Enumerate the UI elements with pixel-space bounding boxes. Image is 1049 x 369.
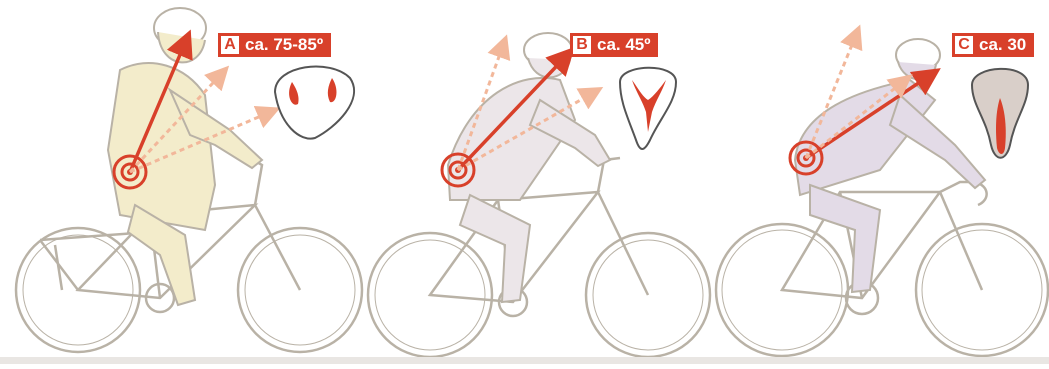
saddle-medium-icon <box>620 68 676 149</box>
panel-a <box>16 8 362 352</box>
angle-label-a: ca. 75-85º <box>245 35 323 55</box>
angle-label-b: ca. 45º <box>597 35 650 55</box>
angle-label-c: ca. 30 <box>979 35 1026 55</box>
panel-letter-c: C <box>955 36 973 54</box>
label-a: A ca. 75-85º <box>218 33 331 57</box>
panel-b <box>368 33 710 357</box>
label-b: B ca. 45º <box>570 33 658 57</box>
label-c: C ca. 30 <box>952 33 1034 57</box>
saddle-narrow-icon <box>972 69 1028 158</box>
bike-b <box>368 158 710 357</box>
bottom-edge <box>0 357 1049 364</box>
panel-letter-b: B <box>573 36 591 54</box>
panel-c <box>716 30 1048 356</box>
bike-c <box>716 172 1048 356</box>
saddle-wide-icon <box>275 67 354 139</box>
panel-letter-a: A <box>221 36 239 54</box>
rider-c <box>795 39 985 292</box>
